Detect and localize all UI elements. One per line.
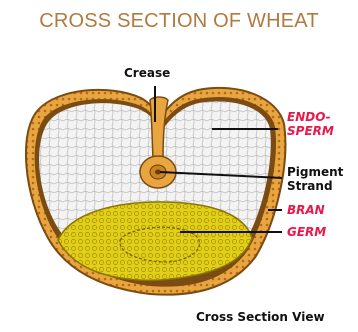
footer-caption: Cross Section View [196, 310, 325, 324]
endosperm-label: ENDO- SPERM [287, 110, 334, 138]
crease-label: Crease [124, 66, 170, 80]
pigment-strand-label: Pigment Strand [287, 165, 343, 193]
germ-label: GERM [287, 225, 326, 239]
bran-label: BRAN [287, 203, 325, 217]
